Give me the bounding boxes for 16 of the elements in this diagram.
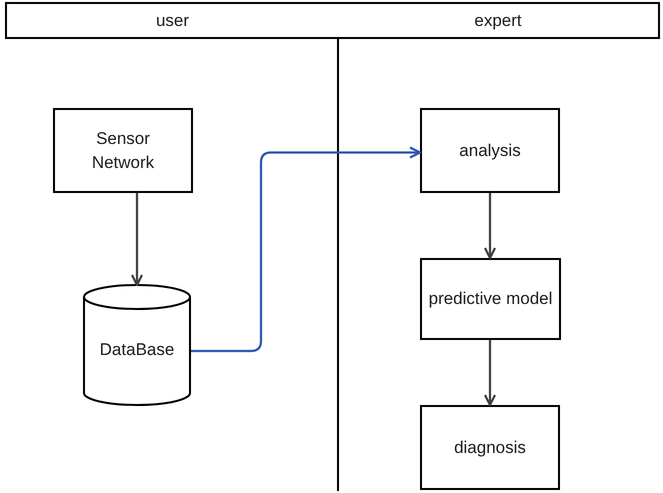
- lane-header: user: [5, 2, 340, 39]
- process-box: [420, 108, 560, 193]
- arrow: [484, 340, 496, 406]
- process-box: [420, 258, 561, 340]
- arrow: [191, 146, 422, 352]
- arrow: [484, 193, 496, 260]
- process-box: [420, 405, 560, 490]
- process-box: [53, 108, 193, 193]
- node-label: analysis: [459, 140, 521, 162]
- node-label: DataBase: [100, 340, 174, 360]
- lane-header: expert: [338, 2, 660, 39]
- node-label: diagnosis: [454, 436, 526, 459]
- database-cylinder: [83, 285, 191, 405]
- node-label: predictive model: [428, 288, 552, 310]
- node-label: Sensor Network: [90, 128, 156, 174]
- arrow: [130, 193, 144, 286]
